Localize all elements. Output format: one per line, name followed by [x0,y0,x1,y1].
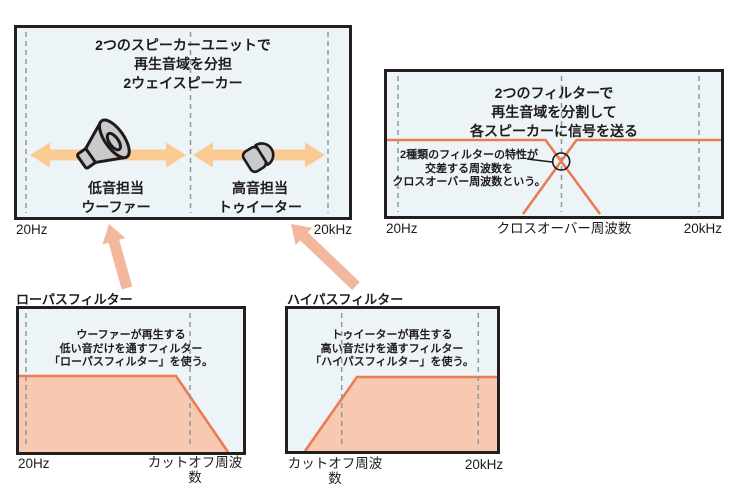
two-way-title: 2つのスピーカーユニットで 再生音域を分担 2ウェイスピーカー [95,37,271,91]
lowpass-heading: ローパスフィルター [16,292,133,307]
highpass-response-line [521,138,721,215]
highpass-heading: ハイパスフィルター [287,292,404,307]
highpass-pass-area [305,377,497,451]
crossover-annotation: 2種類のフィルターの特性が 交差する周波数を クロスオーバー周波数という。 [392,149,546,188]
axis-cutoff-highpass: カットオフ周波数 [287,456,383,486]
frequency-dashed-lines [25,313,191,448]
axis-crossover-frequency: クロスオーバー周波数 [496,221,632,236]
panel-crossover: 2つのフィルターで 再生音域を分割して 各スピーカーに信号を送る 2種類のフィル… [384,69,724,219]
axis-20khz-top-left: 20kHz [313,222,352,237]
highpass-note: トゥイーターが再生する 高い音だけを通すフィルター 「ハイパスフィルター」を使う… [310,329,474,368]
lowpass-pass-area [19,376,228,452]
lowpass-note: ウーファーが再生する 低い音だけを通すフィルター 「ローパスフィルター」を使う。 [48,329,213,368]
axis-20hz-top-left: 20Hz [16,222,48,237]
axis-cutoff-lowpass: カットオフ周波数 [147,455,243,485]
frequency-dashed-lines [340,313,480,447]
axis-20khz-highpass: 20kHz [464,457,504,472]
annotation-connector-line [526,158,553,163]
lowpass-to-speaker-arrow [102,224,133,290]
woofer-label: 低音担当 ウーファー [81,180,151,215]
highpass-graphic [303,313,497,451]
crossover-point-circle [551,152,571,171]
tweeter-label: 高音担当 トゥイーター [218,180,302,215]
woofer-icon [76,118,131,170]
crossover-graphic [387,76,721,215]
panel-highpass: トゥイーターが再生する 高い音だけを通すフィルター 「ハイパスフィルター」を使う… [285,306,500,454]
frequency-dashed-lines [397,76,700,212]
panel-two-way-speaker: 2つのスピーカーユニットで 再生音域を分担 2ウェイスピーカー 低音担当 ウーフ… [14,25,352,220]
panel-lowpass: ウーファーが再生する 低い音だけを通すフィルター 「ローパスフィルター」を使う。 [16,306,246,455]
crossover-title: 2つのフィルターで 再生音域を分割して 各スピーカーに信号を送る [470,85,638,139]
two-way-graphic [25,32,329,213]
highpass-response-line [303,375,497,451]
frequency-dashed-lines [25,32,329,213]
tweeter-icon [241,142,275,174]
axis-20hz-lowpass: 20Hz [18,456,50,471]
axis-20hz-top-right: 20Hz [386,221,418,236]
axis-20khz-top-right: 20kHz [683,221,722,236]
lowpass-response-line [19,374,230,452]
lowpass-graphic [19,313,230,452]
lowpass-response-line [387,138,602,215]
